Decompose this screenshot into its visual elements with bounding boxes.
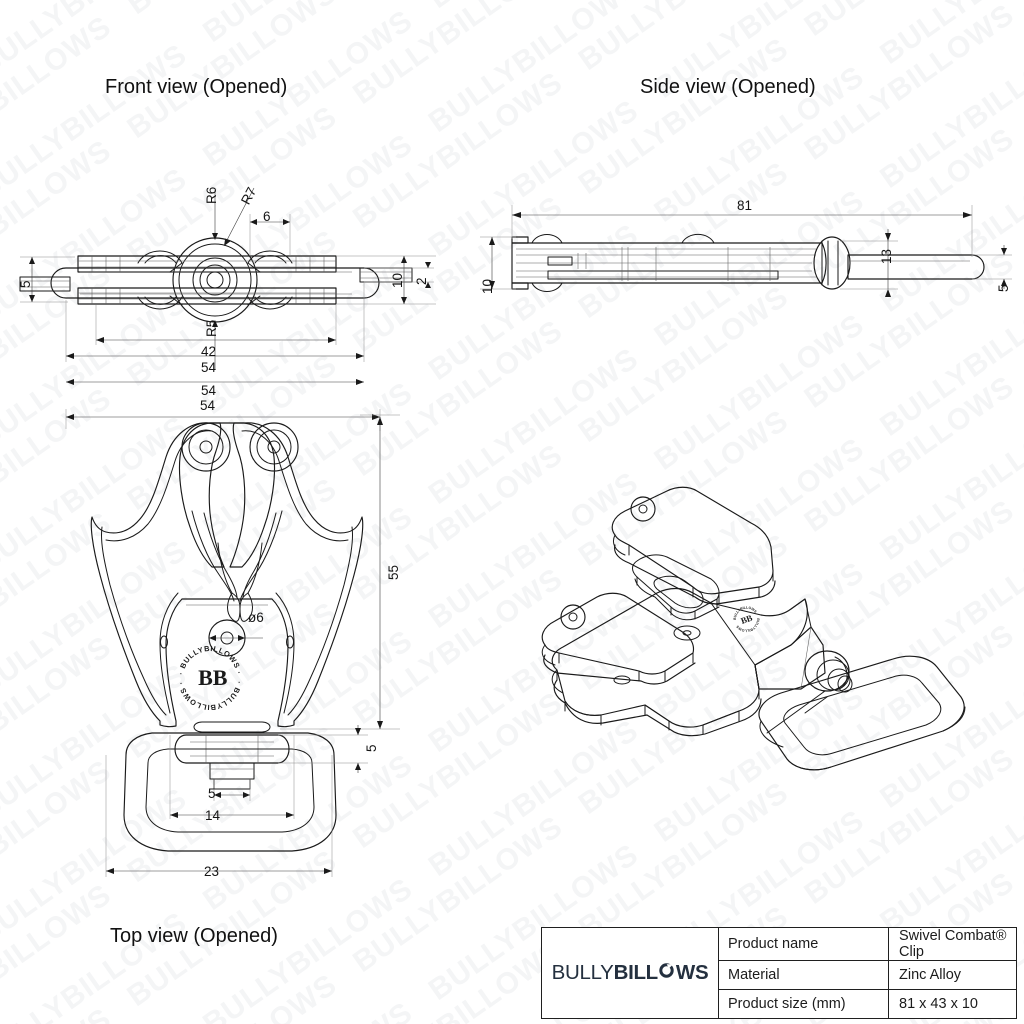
front-dim-54: 54 (201, 360, 217, 375)
row-key-product-name: Product name (719, 928, 889, 960)
front-view-drawing (19, 187, 436, 370)
front-dim-height-5: 5 (18, 280, 33, 288)
row-value-material: Zinc Alloy (899, 967, 962, 983)
front-dim-height-10: 10 (390, 272, 405, 288)
side-dim-13: 13 (879, 248, 894, 264)
front-dim-height-2: 2 (414, 277, 429, 285)
top-dim-hole-d6: ø6 (248, 610, 264, 625)
bullybillows-stamp: · BULLYBILLOWS · · BULLYBILLOWS · BB (176, 644, 243, 712)
table-row: Product size (mm) 81 x 43 x 10 (719, 990, 1016, 1018)
row-value-product-size: 81 x 43 x 10 (899, 996, 978, 1012)
table-row: Material Zinc Alloy (719, 961, 1016, 990)
front-dim-hub-width: 6 (263, 209, 271, 224)
svg-text:BB: BB (739, 612, 753, 625)
side-dim-81: 81 (737, 198, 753, 213)
isometric-view-drawing: BULLYBILLOWS BULLYBILLOWS BB (541, 486, 966, 771)
top-dim-stem-width-5: 5 (208, 786, 216, 801)
row-key-product-size: Product size (mm) (719, 990, 889, 1018)
logo-text-bold-post: WS (675, 961, 709, 984)
top-dim-width-54: 54 (200, 398, 216, 413)
stamp-monogram: BB (193, 665, 228, 690)
front-dim-r7: R7 (238, 184, 260, 208)
front-dim-overall-54: 54 (201, 383, 217, 398)
side-dim-10: 10 (480, 278, 495, 294)
logo-text-bold-pre: BILL (613, 961, 659, 984)
front-view-label: Front view (Opened) (105, 76, 288, 98)
top-dim-stem-height-5: 5 (364, 744, 379, 752)
side-view-label: Side view (Opened) (640, 76, 816, 98)
top-view-drawing (65, 409, 400, 877)
product-info-rows: Product name Swivel Combat® Clip Materia… (719, 928, 1016, 1018)
table-row: Product name Swivel Combat® Clip (719, 928, 1016, 961)
top-view-label: Top view (Opened) (110, 925, 278, 947)
top-dim-14: 14 (205, 808, 221, 823)
logo-swoosh-o-icon (658, 962, 675, 979)
top-dim-height-55: 55 (386, 564, 401, 580)
row-value-product-name: Swivel Combat® Clip (899, 928, 1007, 960)
logo-text-light: BULLY (551, 961, 614, 984)
side-dim-5: 5 (996, 284, 1011, 292)
side-view-drawing (480, 205, 1012, 297)
front-dim-42: 42 (201, 344, 217, 359)
front-dim-r6: R6 (204, 186, 219, 204)
front-view-overall-dim (66, 379, 364, 385)
top-dim-23: 23 (204, 864, 220, 879)
row-key-material: Material (719, 961, 889, 989)
front-dim-r5: R5 (204, 319, 219, 337)
